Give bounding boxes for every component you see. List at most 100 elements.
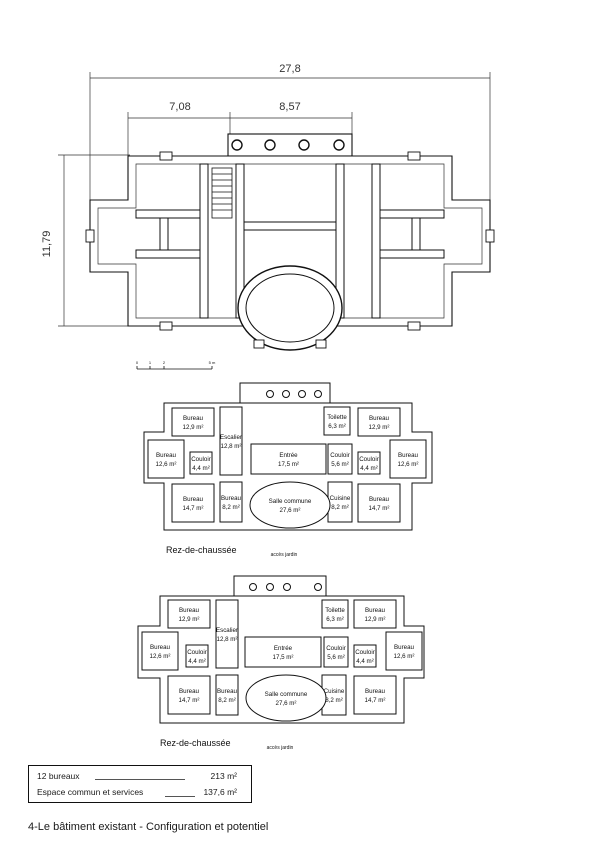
room-couloir-r-shape xyxy=(353,644,377,668)
room-couloir-r-shape xyxy=(357,451,381,475)
room-bureau-bl-area: 14,7 m² xyxy=(183,505,204,512)
dim-center-part: 8,57 xyxy=(279,101,300,113)
room-couloir-c-name: Couloir xyxy=(326,645,346,652)
garden-access-1: accès jardin xyxy=(271,552,298,558)
room-bureau-small-shape xyxy=(219,481,243,523)
dim-overall-width: 27,8 xyxy=(279,63,300,75)
summary-label-offices: 12 bureaux xyxy=(37,771,80,781)
room-bureau-mr-name: Bureau xyxy=(394,644,415,651)
room-bureau-ml-shape xyxy=(141,631,179,671)
room-bureau-br-name: Bureau xyxy=(365,688,386,695)
room-escalier-area: 12,8 m² xyxy=(217,636,238,643)
room-couloir-l-shape xyxy=(189,451,213,475)
room-escalier-area: 12,8 m² xyxy=(221,443,242,450)
room-bureau-mr-area: 12,6 m² xyxy=(394,653,415,660)
room-escalier-name: Escalier xyxy=(216,627,238,634)
room-cuisine-shape xyxy=(327,481,353,523)
room-toilette-name: Toilette xyxy=(327,414,347,421)
room-toilette-name: Toilette xyxy=(325,607,345,614)
room-bureau-mr-area: 12,6 m² xyxy=(398,461,419,468)
room-bureau-ml-name: Bureau xyxy=(156,452,177,459)
summary-row-offices: 12 bureaux 213 m² xyxy=(37,771,243,785)
room-cuisine-area: 8,2 m² xyxy=(325,697,343,704)
room-cuisine-name: Cuisine xyxy=(330,495,351,502)
room-couloir-r-name: Couloir xyxy=(359,456,379,463)
room-entree-shape xyxy=(244,636,322,668)
scale-tick-1: 1 xyxy=(149,360,152,365)
room-toilette-area: 6,3 m² xyxy=(328,423,346,430)
room-salle-name: Salle commune xyxy=(265,691,308,698)
room-couloir-l-area: 4,4 m² xyxy=(192,465,210,472)
plan-caption-1: Rez-de-chaussée xyxy=(166,545,237,555)
room-toilette-shape xyxy=(321,599,349,629)
summary-value-common: 137,6 m² xyxy=(203,787,237,797)
room-bureau-br-area: 14,7 m² xyxy=(369,505,390,512)
room-bureau-br-name: Bureau xyxy=(369,496,390,503)
room-escalier-name: Escalier xyxy=(220,434,242,441)
room-salle-area: 27,6 m² xyxy=(280,507,301,514)
room-salle-name: Salle commune xyxy=(269,498,312,505)
room-couloir-l-name: Couloir xyxy=(187,649,207,656)
room-bureau-bl-shape xyxy=(167,675,211,715)
room-toilette-area: 6,3 m² xyxy=(326,616,344,623)
room-couloir-c-name: Couloir xyxy=(330,452,350,459)
room-bureau-tl-shape xyxy=(171,407,215,437)
room-bureau-tr-area: 12,9 m² xyxy=(365,616,386,623)
room-bureau-tr-name: Bureau xyxy=(369,415,390,422)
room-couloir-r-area: 4,4 m² xyxy=(360,465,378,472)
room-bureau-small-name: Bureau xyxy=(221,495,242,502)
room-entree-name: Entrée xyxy=(279,452,298,459)
summary-table: 12 bureaux 213 m² Espace commun et servi… xyxy=(28,765,252,803)
top-floor-plan: 27,8 7,08 8,57 11,79 xyxy=(41,63,495,351)
room-bureau-br-area: 14,7 m² xyxy=(365,697,386,704)
summary-leader-line xyxy=(165,796,195,797)
room-bureau-small-shape xyxy=(215,674,239,716)
room-bureau-br-shape xyxy=(353,675,397,715)
room-bureau-tr-shape xyxy=(357,407,401,437)
room-bureau-mr-shape xyxy=(389,439,427,479)
room-couloir-l-area: 4,4 m² xyxy=(188,658,206,665)
room-couloir-c-shape xyxy=(327,443,353,475)
room-bureau-tl-area: 12,9 m² xyxy=(183,424,204,431)
room-entree-area: 17,5 m² xyxy=(278,461,299,468)
scale-bar: 0 1 2 5 m xyxy=(136,360,216,370)
room-escalier-shape xyxy=(219,406,243,476)
room-bureau-bl-name: Bureau xyxy=(179,688,200,695)
scale-tick-5: 5 m xyxy=(209,360,216,365)
room-bureau-br-shape xyxy=(357,483,401,523)
figure-caption: 4-Le bâtiment existant - Configuration e… xyxy=(28,821,269,833)
room-entree-name: Entrée xyxy=(274,645,293,652)
room-cuisine-name: Cuisine xyxy=(324,688,345,695)
room-bureau-tl-shape xyxy=(167,599,211,629)
room-bureau-bl-shape xyxy=(171,483,215,523)
room-couloir-l-name: Couloir xyxy=(191,456,211,463)
room-salle-shape xyxy=(249,481,331,529)
room-bureau-bl-area: 14,7 m² xyxy=(179,697,200,704)
room-bureau-tl-area: 12,9 m² xyxy=(179,616,200,623)
scale-tick-2: 2 xyxy=(163,360,166,365)
room-salle-area: 27,6 m² xyxy=(276,700,297,707)
summary-value-offices: 213 m² xyxy=(210,771,237,781)
room-bureau-small-area: 8,2 m² xyxy=(222,504,240,511)
summary-label-common: Espace commun et services xyxy=(37,787,144,797)
summary-leader-line xyxy=(95,779,185,780)
room-bureau-tl-name: Bureau xyxy=(179,607,200,614)
room-bureau-ml-area: 12,6 m² xyxy=(150,653,171,660)
scale-tick-0: 0 xyxy=(136,360,139,365)
room-salle-shape xyxy=(245,674,327,722)
room-cuisine-area: 8,2 m² xyxy=(331,504,349,511)
room-couloir-r-name: Couloir xyxy=(355,649,375,656)
room-escalier-shape xyxy=(215,599,239,669)
room-bureau-small-area: 8,2 m² xyxy=(218,697,236,704)
room-couloir-c-area: 5,6 m² xyxy=(327,654,345,661)
room-bureau-tl-name: Bureau xyxy=(183,415,204,422)
summary-row-common: Espace commun et services 137,6 m² xyxy=(37,787,243,801)
room-bureau-tr-area: 12,9 m² xyxy=(369,424,390,431)
room-couloir-c-area: 5,6 m² xyxy=(331,461,349,468)
room-bureau-ml-area: 12,6 m² xyxy=(156,461,177,468)
room-couloir-r-area: 4,4 m² xyxy=(356,658,374,665)
room-couloir-l-shape xyxy=(185,644,209,668)
room-bureau-tr-shape xyxy=(353,599,397,629)
room-bureau-bl-name: Bureau xyxy=(183,496,204,503)
